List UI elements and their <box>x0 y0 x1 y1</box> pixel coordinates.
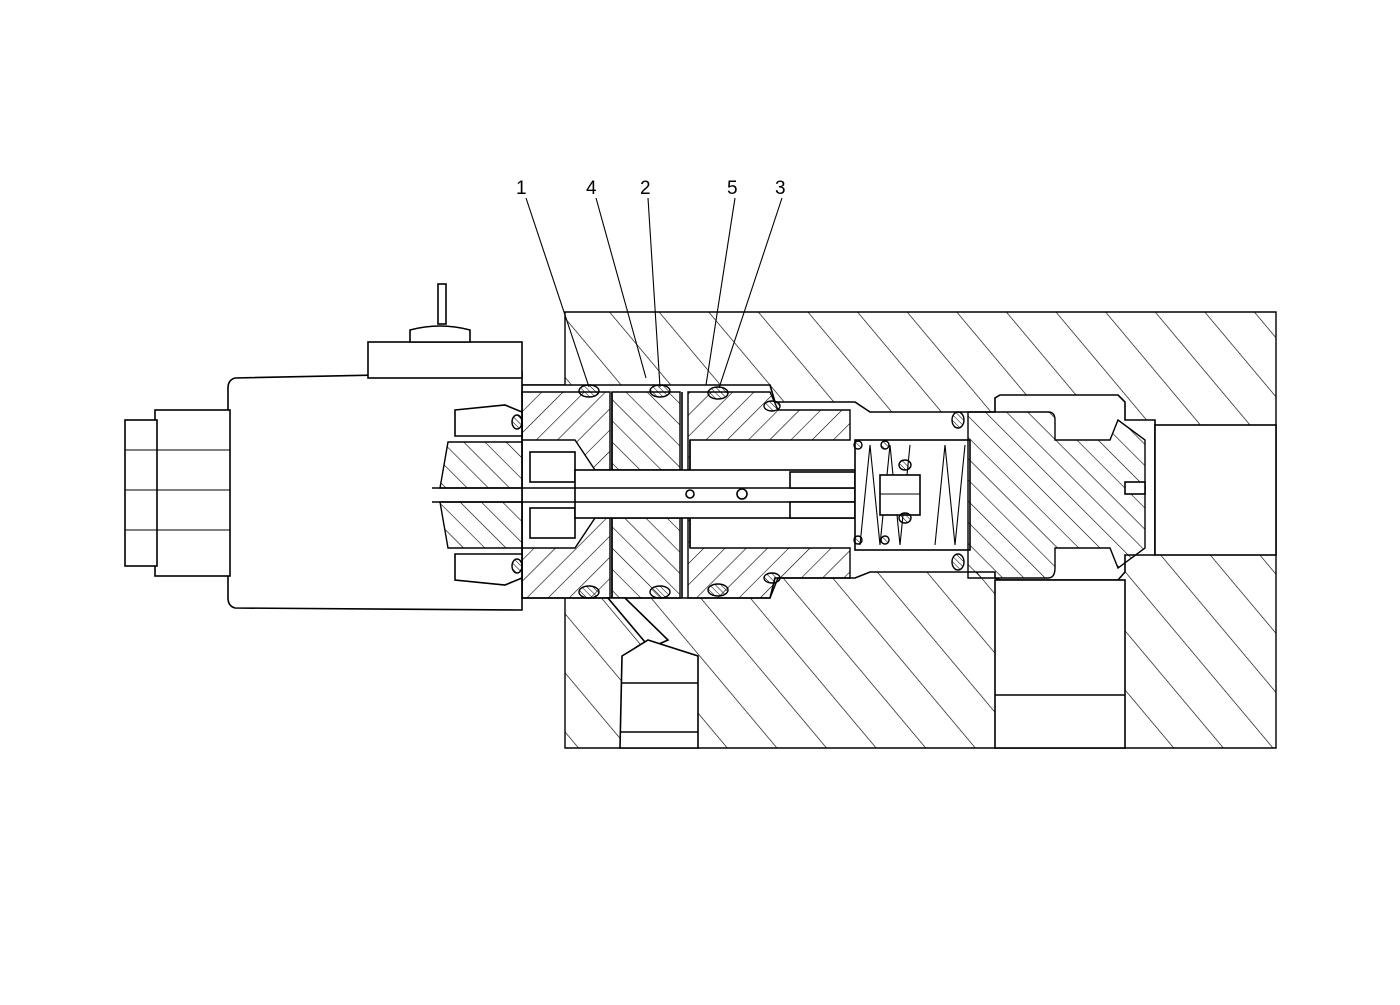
spool <box>574 469 856 519</box>
o-ring-8-bottom <box>898 512 912 524</box>
o-ring-6-top <box>880 440 890 450</box>
leader-line-5 <box>705 197 736 386</box>
callout-label-1: 1 <box>516 178 527 199</box>
o-ring-5-top <box>853 440 863 450</box>
o-ring-4-top <box>763 400 781 412</box>
o-ring-9-top <box>511 414 523 430</box>
o-ring-7-bottom <box>951 553 965 571</box>
o-ring-5-bottom <box>853 535 863 545</box>
callout-labels: 1 4 2 5 3 <box>516 178 786 199</box>
o-ring-9-bottom <box>511 558 523 574</box>
o-ring-1-bottom <box>578 585 600 599</box>
callout-label-5: 5 <box>727 178 738 199</box>
o-ring-7-top <box>951 411 965 429</box>
lower-port <box>606 597 699 749</box>
leader-line-2 <box>647 197 661 388</box>
o-ring-2-bottom <box>649 585 671 599</box>
callout-label-4: 4 <box>586 178 597 199</box>
cartridge-sleeve <box>521 391 851 599</box>
spring-chamber <box>854 439 971 551</box>
solenoid-housing <box>124 283 523 611</box>
callout-label-2: 2 <box>640 178 651 199</box>
o-ring-3-top <box>707 386 729 400</box>
callout-label-3: 3 <box>775 178 786 199</box>
o-ring-4-bottom <box>763 572 781 584</box>
o-ring-8-top <box>898 459 912 471</box>
o-ring-6-bottom <box>880 535 890 545</box>
o-ring-3-bottom <box>707 583 729 597</box>
leader-line-1 <box>525 197 590 388</box>
leader-lines <box>525 197 783 389</box>
right-adapter <box>1154 424 1277 556</box>
leader-line-4 <box>595 197 647 379</box>
leader-line-3 <box>718 197 783 389</box>
o-ring-1-top <box>578 384 600 398</box>
right-lower-bore <box>994 579 1126 749</box>
end-plug <box>967 411 1146 579</box>
